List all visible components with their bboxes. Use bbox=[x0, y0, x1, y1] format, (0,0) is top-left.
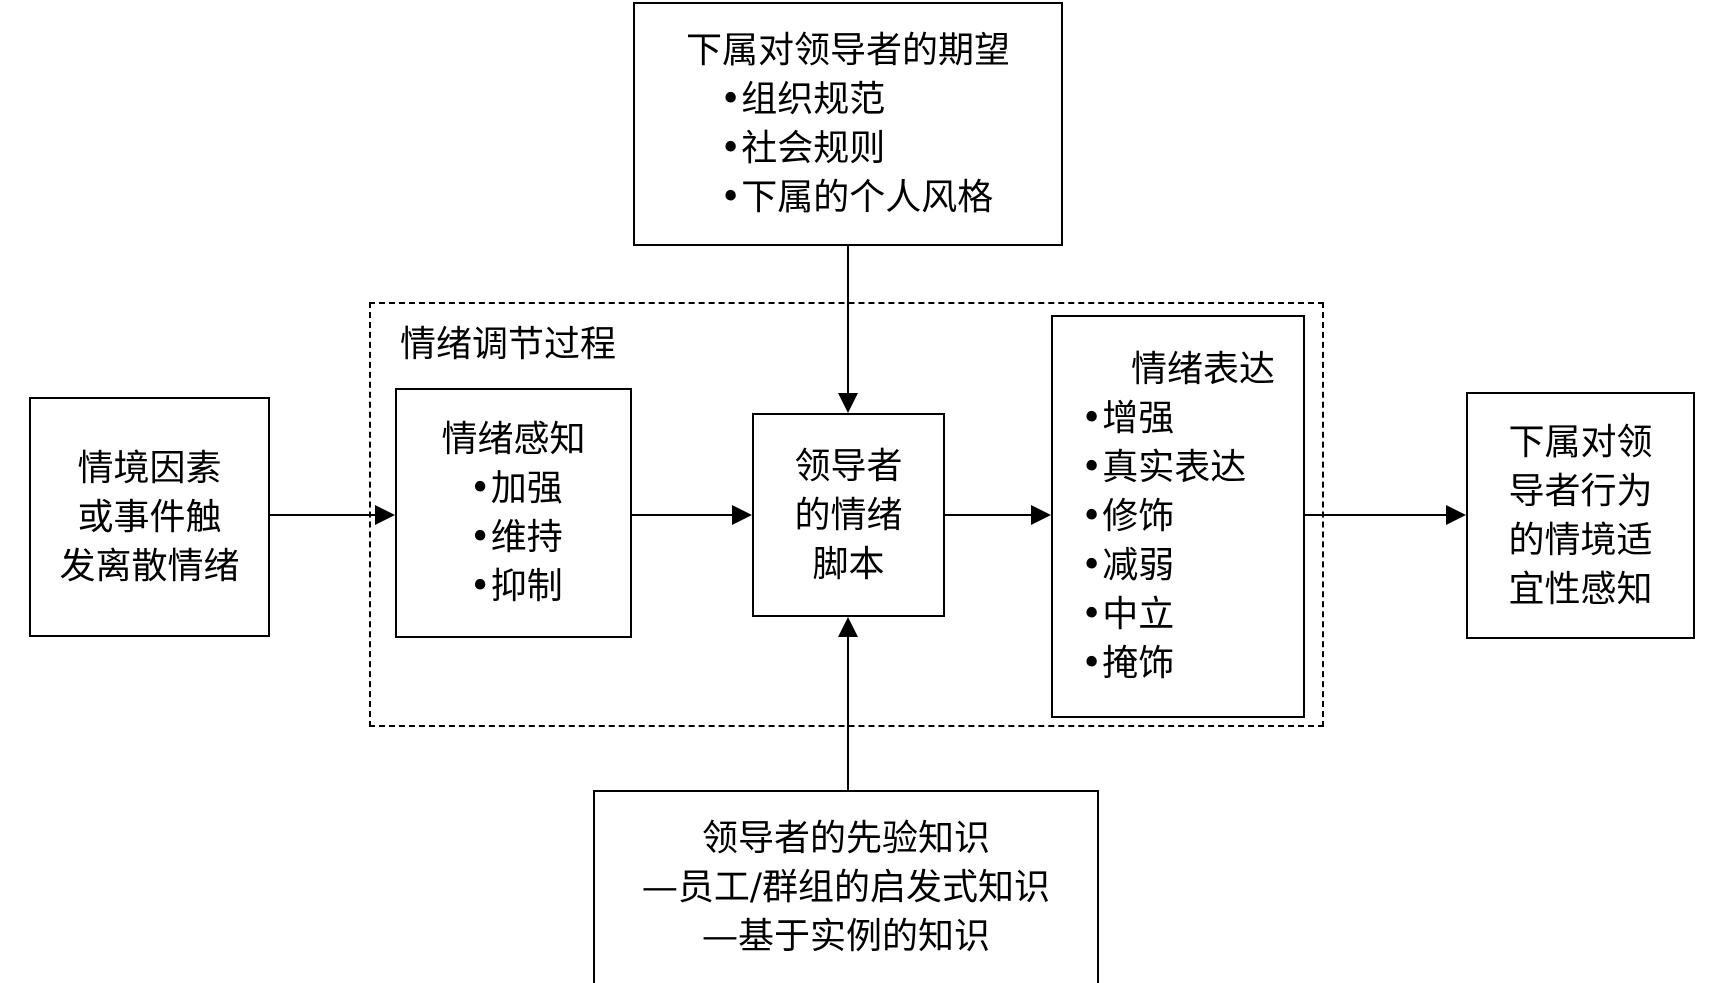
emotion-perception-heading: 情绪感知 bbox=[441, 419, 586, 460]
arrowhead-perception bbox=[375, 505, 395, 525]
expression-item: 增强 bbox=[1081, 394, 1275, 443]
expression-item: 减弱 bbox=[1081, 541, 1275, 590]
perception-item: 维持 bbox=[469, 513, 585, 562]
subordinate-expectations-box: 下属对领导者的期望 组织规范 社会规则 下属的个人风格 bbox=[633, 2, 1063, 246]
arrowhead-subordinate bbox=[1446, 505, 1466, 525]
emotion-expression-box: 情绪表达 增强 真实表达 修饰 减弱 中立 掩饰 bbox=[1051, 315, 1305, 718]
leader-script-line: 脚本 bbox=[812, 543, 885, 585]
perception-item: 抑制 bbox=[469, 562, 585, 611]
prior-knowledge-line: 领导者的先验知识 bbox=[701, 818, 990, 859]
subordinate-perception-line: 下属对领 bbox=[1508, 421, 1653, 463]
leader-emotion-script-box: 领导者 的情绪 脚本 bbox=[752, 413, 945, 617]
expectation-item: 组织规范 bbox=[720, 75, 1010, 124]
arrowhead-script-bottom bbox=[838, 617, 858, 637]
situational-factors-box: 情境因素 或事件触 发离散情绪 bbox=[29, 397, 270, 637]
subordinate-perception-box: 下属对领 导者行为 的情境适 宜性感知 bbox=[1466, 392, 1695, 639]
expression-item: 掩饰 bbox=[1081, 639, 1275, 688]
arrowhead-script-top bbox=[838, 393, 858, 413]
expectation-item: 社会规则 bbox=[720, 124, 1010, 173]
arrowhead-script-left bbox=[732, 505, 752, 525]
leader-script-line: 的情绪 bbox=[794, 494, 903, 536]
situational-factors-line: 情境因素 bbox=[77, 447, 222, 489]
regulation-process-title: 情绪调节过程 bbox=[400, 324, 617, 365]
expression-item: 修饰 bbox=[1081, 492, 1275, 541]
expression-item: 真实表达 bbox=[1081, 443, 1275, 492]
subordinate-perception-line: 宜性感知 bbox=[1508, 568, 1653, 610]
subordinate-perception-line: 的情境适 bbox=[1508, 519, 1653, 561]
leader-script-line: 领导者 bbox=[794, 445, 903, 487]
emotion-expression-heading: 情绪表达 bbox=[1130, 349, 1275, 390]
situational-factors-line: 发离散情绪 bbox=[59, 545, 240, 587]
prior-knowledge-line: —基于实例的知识 bbox=[701, 916, 990, 957]
perception-item: 加强 bbox=[469, 464, 585, 513]
situational-factors-line: 或事件触 bbox=[77, 496, 222, 538]
leader-prior-knowledge-box: 领导者的先验知识 —员工/群组的启发式知识 —基于实例的知识 bbox=[593, 790, 1099, 983]
prior-knowledge-line: —员工/群组的启发式知识 bbox=[641, 867, 1051, 908]
emotion-perception-box: 情绪感知 加强 维持 抑制 bbox=[395, 388, 632, 638]
subordinate-perception-line: 导者行为 bbox=[1508, 470, 1653, 512]
subordinate-expectations-heading: 下属对领导者的期望 bbox=[685, 30, 1010, 71]
arrowhead-expression bbox=[1031, 505, 1051, 525]
expression-item: 中立 bbox=[1081, 590, 1275, 639]
expectation-item: 下属的个人风格 bbox=[720, 173, 1010, 222]
